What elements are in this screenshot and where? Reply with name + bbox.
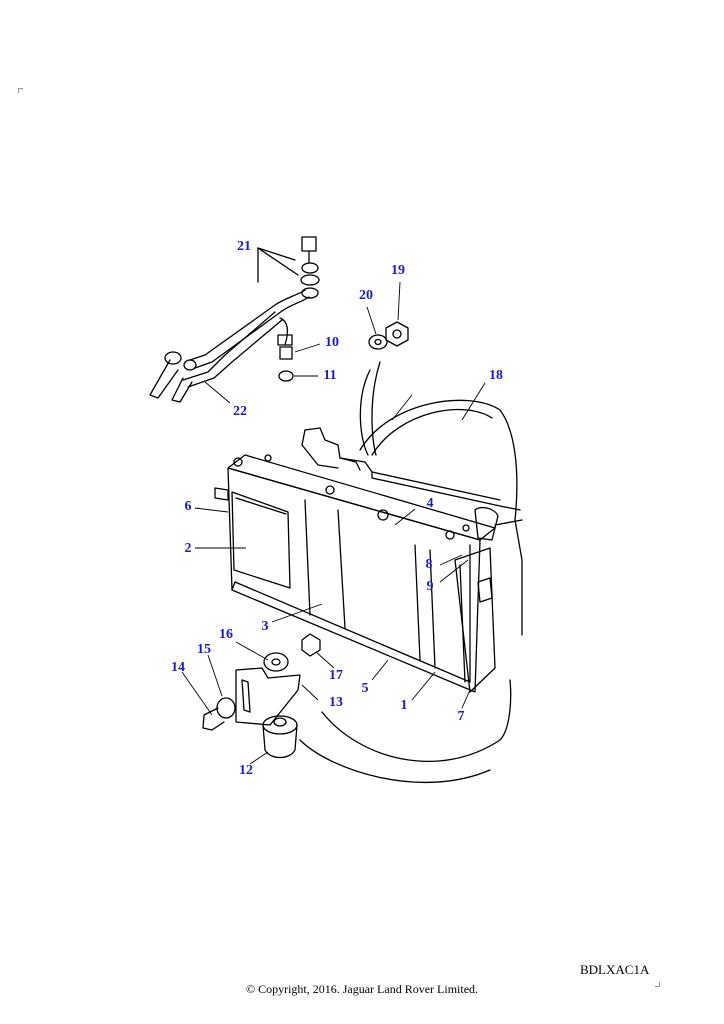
callout-9: 9 xyxy=(426,579,434,594)
callout-3: 3 xyxy=(261,619,269,634)
callout-1: 1 xyxy=(400,698,408,713)
leader-lines xyxy=(181,281,486,765)
corner-mark-bottom-right xyxy=(655,982,660,987)
callout-16: 16 xyxy=(219,627,233,642)
lower-mounting-parts xyxy=(202,633,321,759)
callout-7: 7 xyxy=(457,709,465,724)
copyright-notice: © Copyright, 2016. Jaguar Land Rover Lim… xyxy=(245,982,479,996)
callout-21: 21 xyxy=(237,239,251,254)
callout-22: 22 xyxy=(233,404,247,419)
top-bracket xyxy=(301,427,521,511)
banjo-fittings xyxy=(164,236,320,382)
callout-17: 17 xyxy=(329,668,343,683)
callout-15: 15 xyxy=(197,642,211,657)
callout-5: 5 xyxy=(361,681,369,696)
callout-6: 6 xyxy=(184,499,192,514)
callout-20: 20 xyxy=(359,288,373,303)
callout-11: 11 xyxy=(323,368,337,383)
nut-and-washer xyxy=(368,321,409,350)
callout-12: 12 xyxy=(239,763,253,778)
callout-14: 14 xyxy=(171,660,185,675)
callout-10: 10 xyxy=(325,335,339,350)
fan-cowl xyxy=(299,361,523,783)
callout-2: 2 xyxy=(184,541,192,556)
callout-13: 13 xyxy=(329,695,343,710)
corner-mark-top-left xyxy=(18,88,23,93)
callout-4: 4 xyxy=(426,496,434,511)
callout-19: 19 xyxy=(391,263,405,278)
oil-cooler-pipes xyxy=(149,247,310,403)
callout-18: 18 xyxy=(489,368,503,383)
callout-8: 8 xyxy=(425,557,433,572)
diagram-reference-code: BDLXAC1A xyxy=(580,962,650,977)
radiator-body xyxy=(214,454,499,693)
